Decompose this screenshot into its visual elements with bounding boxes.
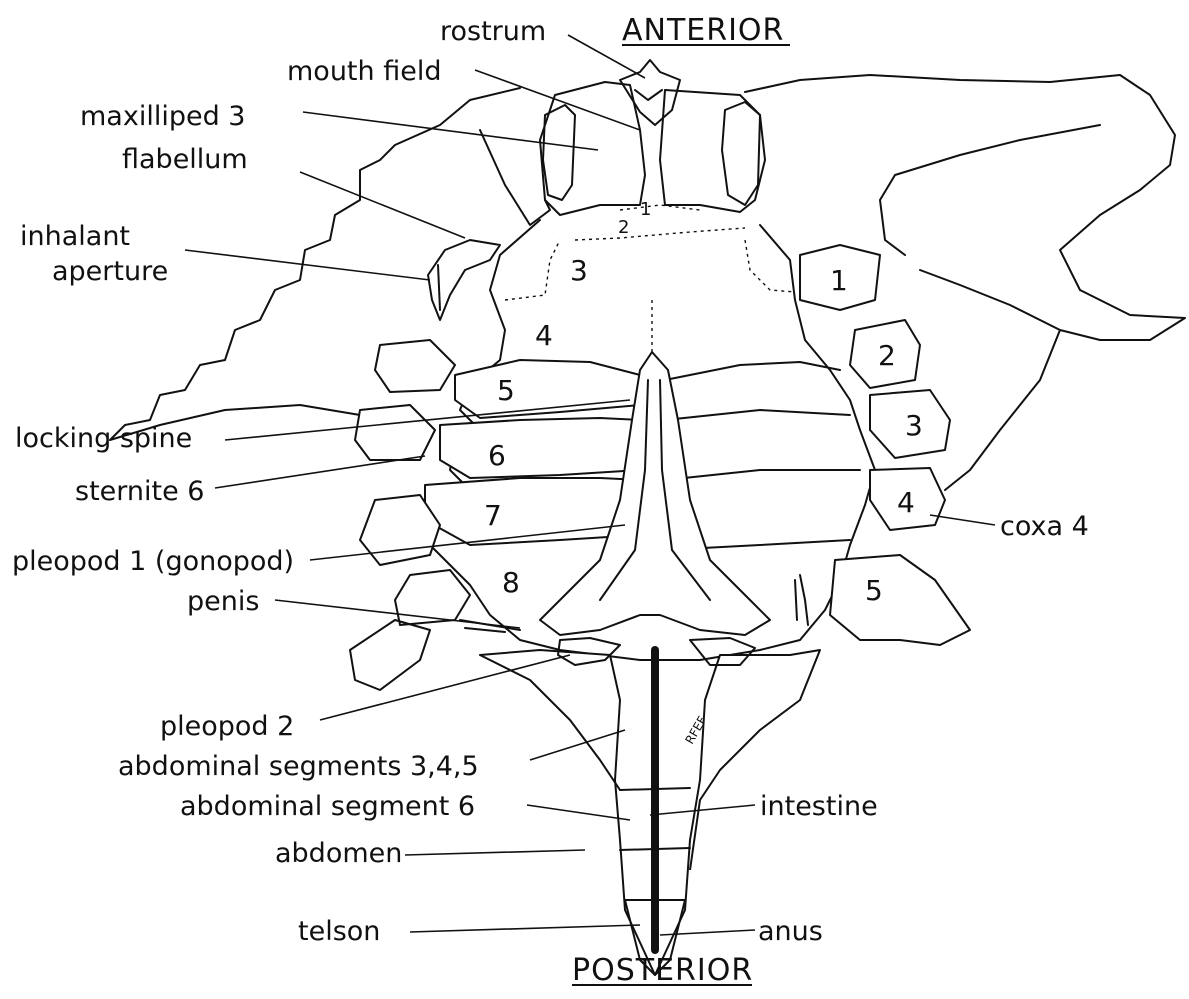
label-abdomen: abdomen (275, 838, 402, 869)
inhalant-aperture (428, 240, 500, 320)
coxa-number-3: 3 (905, 409, 923, 442)
label-pleopod-1: pleopod 1 (gonopod) (12, 546, 294, 577)
label-anus: anus (758, 916, 823, 947)
sternite-number-8: 8 (502, 566, 520, 599)
sternite-number-1: 1 (640, 199, 651, 220)
label-mouth-field: mouth field (287, 56, 441, 87)
coxa-number-5: 5 (865, 574, 883, 607)
label-maxilliped-3: maxilliped 3 (80, 101, 245, 132)
label-rostrum: rostrum (440, 16, 546, 47)
label-penis: penis (187, 586, 259, 617)
coxa-number-1: 1 (830, 264, 848, 297)
sternite-number-6: 6 (488, 439, 506, 472)
label-abdominal-6: abdominal segment 6 (180, 791, 475, 822)
sternite-5-plate (455, 360, 640, 418)
coxa-number-4: 4 (897, 486, 915, 519)
label-pleopod-2: pleopod 2 (160, 711, 294, 742)
title-posterior: POSTERIOR (572, 953, 753, 988)
sternite-number-3: 3 (570, 254, 588, 287)
label-intestine: intestine (760, 791, 878, 822)
label-sternite-6: sternite 6 (75, 476, 204, 507)
label-telson: telson (298, 916, 380, 947)
label-abdominal-345: abdominal segments 3,4,5 (118, 751, 479, 782)
sternite-2-lines (575, 205, 745, 240)
coxa-number-2: 2 (878, 339, 896, 372)
label-inhalant: inhalant (20, 221, 130, 252)
title-anterior: ANTERIOR (622, 13, 784, 48)
sternite-number-4: 4 (535, 319, 553, 352)
sternite-6-plate (440, 418, 640, 478)
coxa-5 (830, 555, 970, 645)
label-flabellum: flabellum (122, 144, 248, 175)
sternite-number-7: 7 (484, 499, 502, 532)
sternite-number-5: 5 (497, 374, 515, 407)
label-aperture: aperture (52, 256, 168, 287)
label-coxa-4: coxa 4 (1000, 511, 1089, 542)
sternite-number-2: 2 (618, 217, 629, 238)
sternite-3 (505, 240, 795, 300)
label-locking-spine: locking spine (15, 423, 192, 454)
penis-right (795, 575, 808, 625)
maxilliped-right (660, 90, 765, 212)
